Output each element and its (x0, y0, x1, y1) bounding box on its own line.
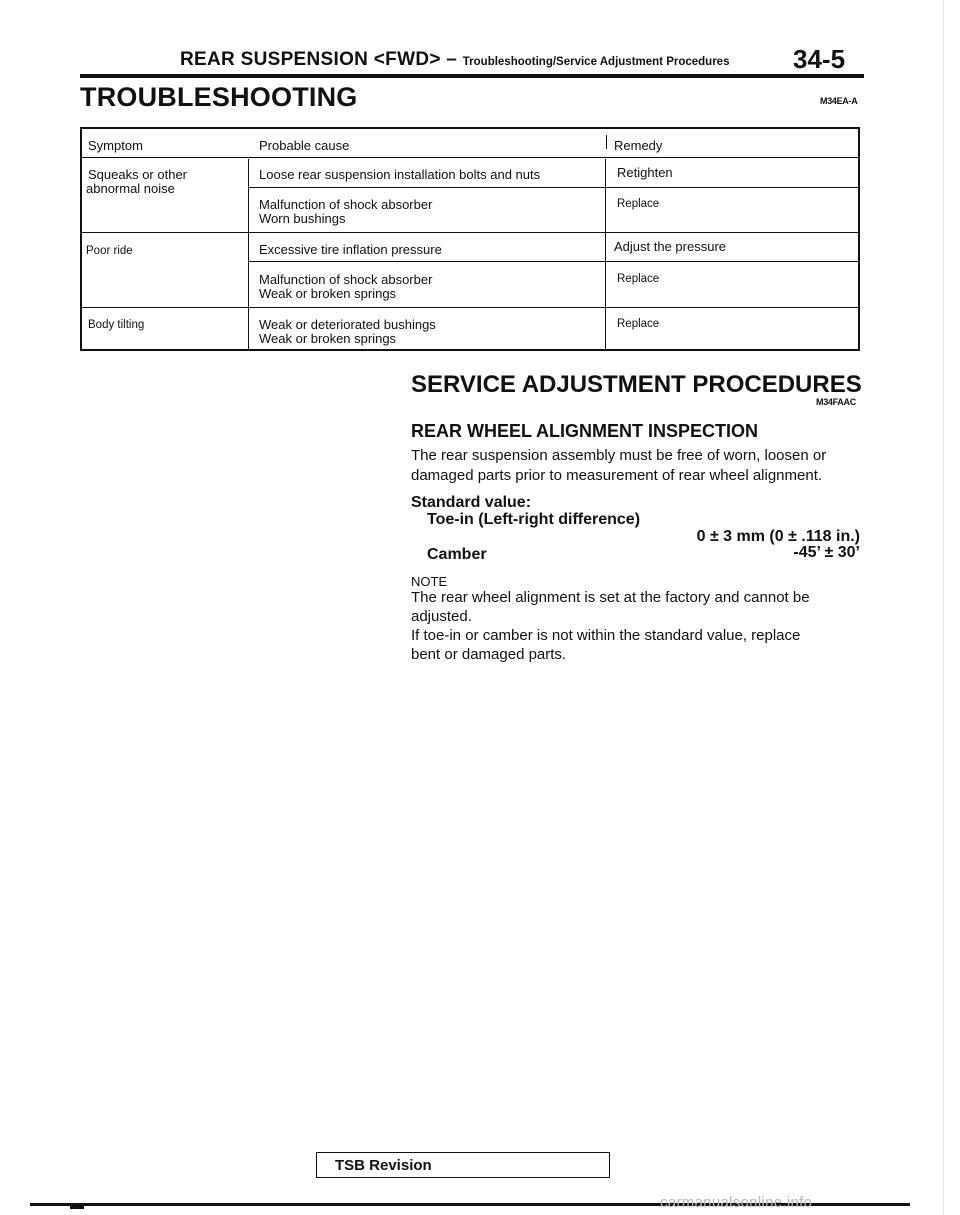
note-line: adjusted. (411, 608, 472, 625)
table-cell-symptom: abnormal noise (86, 181, 175, 196)
header-title: REAR SUSPENSION <FWD> – Troubleshooting/… (180, 49, 729, 71)
header-title-main: REAR SUSPENSION <FWD> – (180, 49, 458, 70)
table-cell-cause: Weak or broken springs (259, 286, 397, 301)
tsb-revision-box: TSB Revision (316, 1152, 610, 1178)
note-line: The rear wheel alignment is set at the f… (411, 589, 810, 606)
column-header-remedy: Remedy (614, 138, 663, 153)
watermark: carmanualsonline.info (660, 1194, 813, 1211)
column-divider (605, 159, 606, 351)
column-divider (248, 159, 249, 351)
table-row-rule (248, 261, 858, 262)
table-cell-remedy: Adjust the pressure (614, 239, 727, 254)
toe-in-value: 0 ± 3 mm (0 ± .118 in.) (696, 528, 860, 545)
service-code: M34FAAC (816, 397, 856, 407)
table-header-rule (82, 157, 858, 158)
table-cell-remedy: Replace (617, 198, 660, 210)
table-cell-remedy: Replace (617, 273, 660, 285)
service-heading: SERVICE ADJUSTMENT PROCEDURES (411, 371, 862, 398)
table-cell-cause: Malfunction of shock absorber (259, 197, 433, 212)
note-label: NOTE (411, 574, 448, 589)
troubleshooting-heading: TROUBLESHOOTING (80, 82, 358, 112)
troubleshooting-table: Symptom Probable cause Remedy Squeaks or… (80, 127, 860, 351)
table-cell-cause: Malfunction of shock absorber (259, 272, 433, 287)
table-cell-remedy: Replace (617, 318, 660, 330)
page-number: 34-5 (793, 44, 846, 74)
header-title-sub: Troubleshooting/Service Adjustment Proce… (462, 56, 730, 68)
note-line: bent or damaged parts. (411, 646, 567, 663)
column-header-symptom: Symptom (88, 138, 143, 153)
camber-value: -45’ ± 30’ (793, 544, 860, 561)
note-line: If toe-in or camber is not within the st… (411, 627, 801, 644)
table-cell-cause: Excessive tire inflation pressure (259, 242, 442, 257)
camber-label: Camber (427, 546, 487, 563)
standard-value-label: Standard value: (411, 494, 532, 511)
footer-rule (30, 1203, 910, 1206)
page-edge (943, 0, 944, 1215)
column-divider (606, 135, 607, 149)
table-cell-cause: Loose rear suspension installation bolts… (259, 167, 541, 182)
intro-line: The rear suspension assembly must be fre… (411, 447, 827, 464)
table-cell-cause: Weak or broken springs (259, 331, 397, 346)
toe-in-label: Toe-in (Left-right difference) (427, 511, 641, 528)
troubleshooting-code: M34EA-A (820, 96, 858, 106)
table-cell-symptom: Poor ride (86, 245, 133, 257)
section-subheading: REAR WHEEL ALIGNMENT INSPECTION (411, 421, 759, 441)
table-cell-symptom: Squeaks or other (88, 167, 188, 182)
table-row-rule (248, 187, 858, 188)
table-row-rule (82, 232, 858, 233)
table-row-rule (82, 307, 858, 308)
tsb-revision-label: TSB Revision (335, 1157, 432, 1174)
footer-mark (70, 1206, 84, 1209)
column-header-cause: Probable cause (259, 138, 350, 153)
header-rule (80, 74, 864, 78)
page-header: REAR SUSPENSION <FWD> – Troubleshooting/… (0, 0, 960, 80)
table-cell-cause: Weak or deteriorated bushings (259, 317, 436, 332)
table-cell-remedy: Retighten (617, 165, 673, 180)
table-cell-cause: Worn bushings (259, 211, 346, 226)
table-cell-symptom: Body tilting (88, 319, 145, 331)
intro-line: damaged parts prior to measurement of re… (411, 467, 823, 484)
